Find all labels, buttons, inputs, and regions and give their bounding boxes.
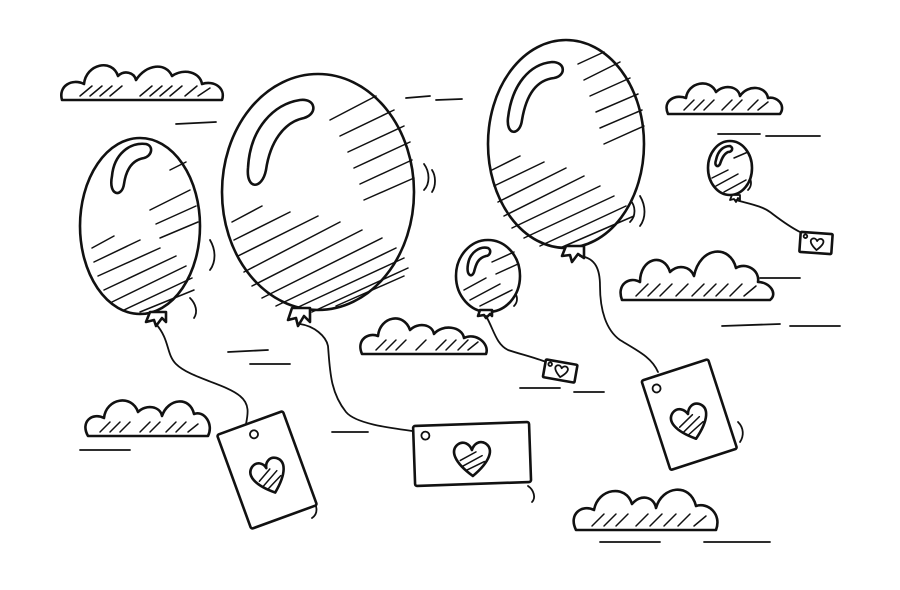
heart-icon (452, 440, 492, 478)
gift-tag-tiny-right (798, 230, 834, 256)
gift-tag-center (411, 420, 533, 488)
gift-tag-right (640, 358, 738, 471)
cloud-top-left (60, 64, 225, 102)
heart-icon (669, 402, 708, 441)
balloon-tiny-right (706, 139, 801, 233)
cloud-bottom-right (572, 488, 719, 532)
motion-lines (79, 95, 841, 543)
gift-tag-left (216, 410, 318, 530)
cloud-middle-left (359, 317, 488, 356)
gift-tag-small-middle (541, 358, 579, 384)
cloud-top-right (665, 82, 784, 116)
cloud-bottom-left (84, 399, 212, 438)
balloon-center-large (220, 72, 421, 433)
heart-icon (554, 364, 569, 378)
balloon-right-large (486, 38, 659, 373)
heart-icon (249, 456, 285, 494)
balloon-left (78, 136, 249, 425)
balloon-small-middle (454, 238, 547, 363)
cloud-middle-right (619, 250, 775, 302)
heart-icon (809, 237, 825, 251)
